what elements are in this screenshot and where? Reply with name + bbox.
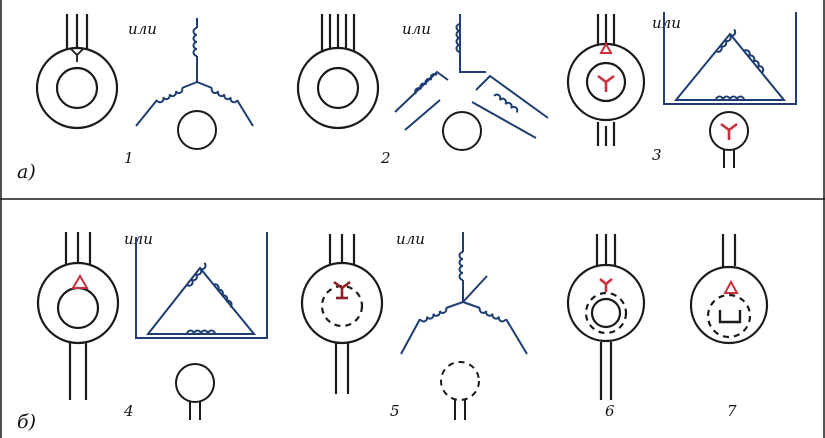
symbol-1-motor	[35, 14, 119, 130]
symbol-1-number: 1	[124, 149, 134, 167]
symbol-3-number: 3	[652, 146, 662, 164]
symbol-1-star-winding	[135, 18, 254, 127]
symbol-5-number: 5	[390, 402, 400, 420]
symbol-5-star-winding	[400, 232, 528, 355]
symbol-4-delta-mark	[71, 274, 89, 289]
symbol-3-delta-winding	[663, 12, 797, 105]
symbol-4-delta-winding	[135, 232, 268, 339]
symbol-2-open-windings	[394, 14, 549, 139]
symbol-2-motor	[296, 14, 380, 130]
row-a-label: а)	[17, 161, 36, 183]
row-b-label: б)	[17, 411, 36, 433]
symbol-3-rotor-star	[709, 111, 749, 168]
symbol-6-number: 6	[605, 402, 615, 420]
symbol-2-number: 2	[380, 149, 391, 167]
symbol-1-rotor	[177, 110, 217, 150]
or-label-3: или	[652, 14, 681, 32]
or-label-1: или	[128, 20, 157, 38]
symbol-5-motor	[300, 234, 384, 394]
symbol-4-motor	[36, 232, 120, 400]
symbol-6-star-mark	[599, 278, 613, 292]
symbol-7-motor	[689, 234, 769, 345]
or-label-4: или	[124, 230, 153, 248]
or-label-5: или	[396, 230, 425, 248]
symbol-4-number: 4	[123, 402, 134, 420]
symbol-7-delta-mark	[723, 279, 739, 294]
or-label-2: или	[402, 20, 431, 38]
symbol-5-rotor	[440, 361, 480, 420]
symbol-5-grounded-star-mark	[333, 280, 351, 300]
symbol-6-motor	[566, 234, 646, 400]
symbol-3-motor	[566, 14, 646, 146]
symbol-4-rotor	[175, 363, 215, 420]
symbol-7-number: 7	[727, 402, 737, 420]
symbol-3-delta-star-mark	[597, 41, 615, 92]
symbol-2-rotor	[442, 111, 482, 151]
